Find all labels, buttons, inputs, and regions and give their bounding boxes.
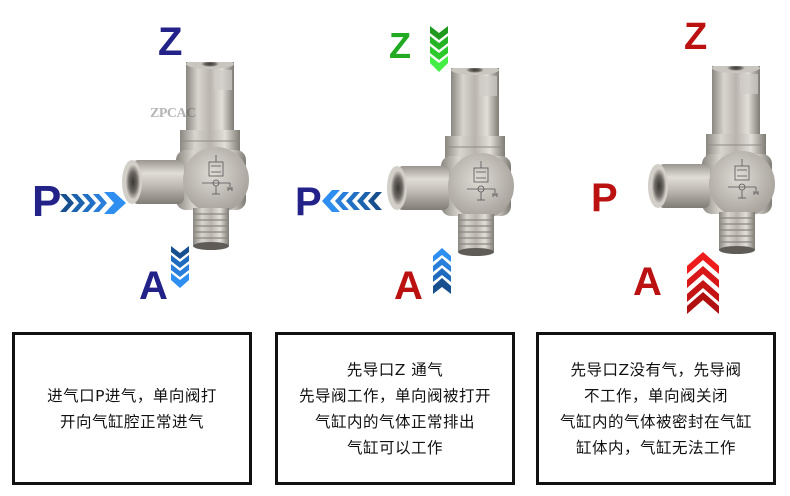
description-line: 先导阀工作，单向阀被打开 xyxy=(298,386,491,405)
chevron-left-icon xyxy=(322,190,382,212)
valve-image xyxy=(121,62,250,251)
description-line: 先导口Z没有气，先导阀 xyxy=(570,360,742,379)
description-line: 开向气缸腔正常进气 xyxy=(59,412,204,431)
chevron-right-icon xyxy=(60,192,126,214)
valve-image xyxy=(647,66,776,255)
description-line: 不工作，单向阀关闭 xyxy=(583,386,728,405)
chevron-down-icon xyxy=(430,26,448,72)
port-label-z: Z xyxy=(158,20,183,64)
port-label-p: P xyxy=(32,177,62,226)
chevron-down-icon xyxy=(171,246,189,288)
description-box-pilot-open: 先导口Z 通气 先导阀工作，单向阀被打开 气缸内的气体正常排出 气缸可以工作 xyxy=(275,332,515,485)
valve-image xyxy=(386,68,515,257)
panel-pilot-closed: Z P A xyxy=(530,0,790,330)
panel-p-inlet: Z ZPCAC P A xyxy=(0,0,265,330)
port-label-z: Z xyxy=(389,25,411,66)
port-label-p: P xyxy=(295,180,322,224)
port-label-a: A xyxy=(633,260,662,304)
description-line: 气缸内的气体正常排出 xyxy=(314,412,475,431)
description-line: 气缸内的气体被密封在气缸 xyxy=(559,412,752,431)
chevron-up-icon xyxy=(687,252,719,314)
panel-pilot-open: Z P A xyxy=(265,0,530,330)
symbol-labels xyxy=(178,192,218,232)
description-line: 先导口Z 通气 xyxy=(346,360,444,379)
port-label-z: Z xyxy=(684,16,708,58)
description-line: 进气口P进气，单向阀打 xyxy=(47,386,217,405)
description-line: 缸体内，气缸无法工作 xyxy=(575,438,736,457)
description-box-p-inlet: 进气口P进气，单向阀打 开向气缸腔正常进气 xyxy=(12,332,252,485)
port-label-p: P xyxy=(591,176,618,220)
watermark-text: ZPCAC xyxy=(150,106,196,121)
description-line: 气缸可以工作 xyxy=(346,438,443,457)
port-label-a: A xyxy=(139,264,168,308)
chevron-up-icon xyxy=(433,248,451,294)
description-box-pilot-closed: 先导口Z没有气，先导阀 不工作，单向阀关闭 气缸内的气体被密封在气缸 缸体内，气… xyxy=(536,332,776,485)
port-label-a: A xyxy=(394,264,423,308)
